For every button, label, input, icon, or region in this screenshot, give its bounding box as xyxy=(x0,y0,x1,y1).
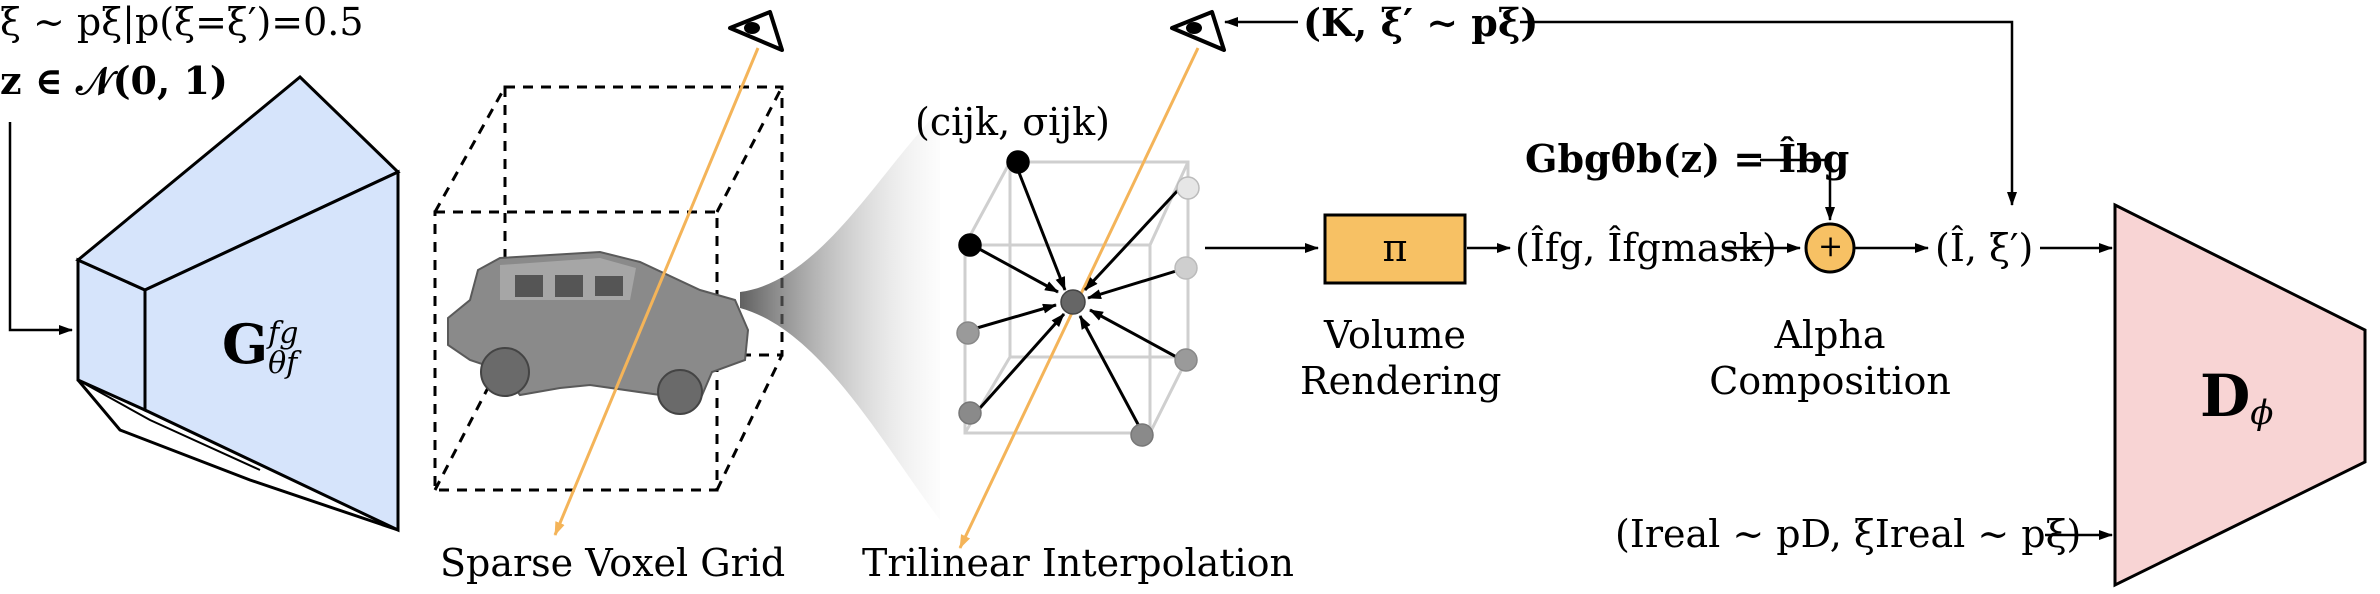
background-generator-label: Gbgθb(z) = Îbg xyxy=(1525,136,1850,181)
fake-pair-label: (Î, ξ′) xyxy=(1935,226,2034,270)
eye-icon xyxy=(728,10,784,52)
voxel-attribute-label: (cijk, σijk) xyxy=(915,100,1110,144)
volume-rendering-caption: Volume Rendering xyxy=(1300,313,1502,403)
real-pair-label: (Ireal ∼ pD, ξIreal ∼ pξ) xyxy=(1615,512,2082,556)
discriminator-block xyxy=(2113,202,2367,588)
alpha-composition-caption: Alpha Composition xyxy=(1709,313,1951,403)
noise-z-label: z ∈ 𝒩(0, 1) xyxy=(0,58,228,103)
generator-block xyxy=(75,74,401,533)
composite-plus-symbol: + xyxy=(1818,229,1844,264)
car-voxel-object xyxy=(447,250,750,415)
camera-input-label: (K, ξ′ ∼ pξ) xyxy=(1303,0,1539,45)
eye-icon xyxy=(1170,10,1226,52)
trilinear-caption: Trilinear Interpolation xyxy=(862,541,1295,585)
render-box xyxy=(1323,213,1467,285)
voxel-grid-caption: Sparse Voxel Grid xyxy=(440,541,786,585)
render-box-label: π xyxy=(1382,226,1408,270)
alpha-composite-node xyxy=(1804,222,1856,274)
bg-to-composite-arrow xyxy=(1760,158,1835,221)
discriminator-label: Dϕ xyxy=(2200,362,2274,433)
camera-input-to-fake-arrow xyxy=(1520,20,2017,206)
input-to-generator-arrow xyxy=(8,122,73,335)
trilinear-cube xyxy=(956,47,1200,549)
noise-xi-label: ξ ∼ pξ|p(ξ=ξ′)=0.5 xyxy=(0,0,364,44)
foreground-output-label: (Îfg, Îfgmask) xyxy=(1515,226,1777,270)
zoom-cone xyxy=(740,110,940,520)
camera-ray-left xyxy=(553,47,760,536)
